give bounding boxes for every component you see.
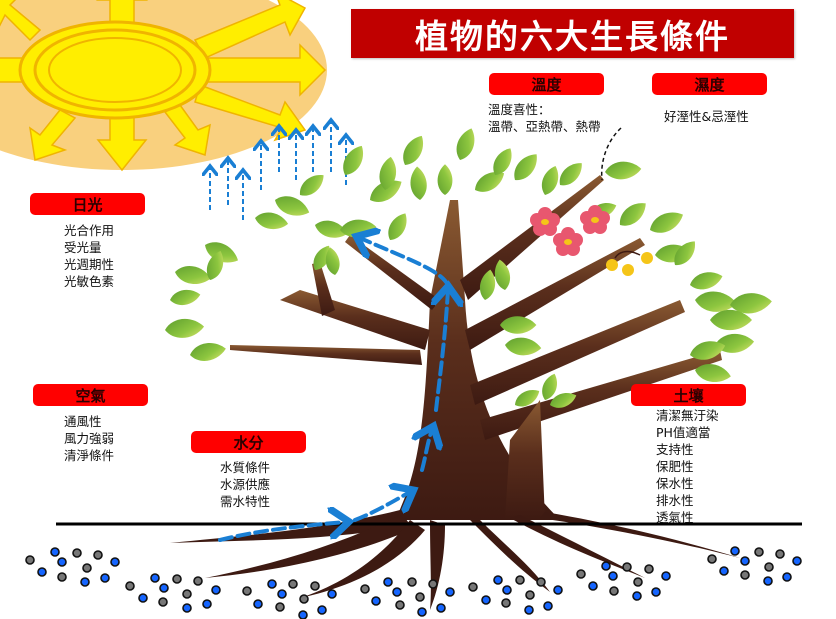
air-item: 通風性 — [64, 414, 102, 429]
tree-trunk — [230, 175, 722, 520]
water-item: 水源供應 — [220, 477, 271, 492]
soil-tag: 土壤 — [631, 384, 746, 406]
sunlight-item: 光敏色素 — [64, 274, 115, 289]
water-item: 需水特性 — [220, 494, 271, 509]
soil-items: 清潔無汙染 PH值適當 支持性 保肥性 保水性 排水性 透氣性 — [656, 407, 719, 526]
air-item: 清淨條件 — [64, 448, 115, 463]
sunlight-items: 光合作用 受光量 光週期性 光敏色素 — [64, 222, 114, 290]
soil-item: 排水性 — [656, 493, 694, 508]
soil-item: PH值適當 — [656, 425, 711, 440]
soil-item: 清潔無汙染 — [656, 408, 719, 423]
soil-item: 支持性 — [656, 442, 694, 457]
water-flow-arrows — [218, 238, 448, 542]
page-title: 植物的六大生長條件 — [351, 9, 794, 58]
temperature-pointer — [600, 127, 622, 181]
soil-item: 保肥性 — [656, 459, 694, 474]
humidity-items: 好溼性&忌溼性 — [664, 108, 749, 125]
water-item: 水質條件 — [220, 460, 271, 475]
fruits — [606, 250, 653, 276]
water-items: 水質條件 水源供應 需水特性 — [220, 459, 270, 510]
temperature-items: 溫度喜性： 溫帶、亞熱帶、熱帶 — [488, 101, 601, 135]
temperature-item: 溫度喜性： — [488, 102, 551, 117]
air-tag: 空氣 — [33, 384, 148, 406]
sunlight-item: 受光量 — [64, 240, 102, 255]
soil-particles — [25, 546, 802, 619]
water-tag: 水分 — [191, 431, 306, 453]
sun-icon — [0, 0, 327, 172]
tree-roots — [170, 510, 740, 610]
soil-item: 保水性 — [656, 476, 694, 491]
soil-item: 透氣性 — [656, 510, 694, 525]
humidity-tag: 濕度 — [652, 73, 767, 95]
temperature-item: 溫帶、亞熱帶、熱帶 — [488, 119, 601, 134]
air-items: 通風性 風力強弱 清淨條件 — [64, 413, 114, 464]
temperature-tag: 溫度 — [489, 73, 604, 95]
light-arrows — [210, 122, 346, 220]
flowers — [530, 205, 610, 256]
sunlight-item: 光合作用 — [64, 223, 115, 238]
humidity-item: 好溼性&忌溼性 — [664, 109, 749, 124]
sunlight-tag: 日光 — [30, 193, 145, 215]
sunlight-item: 光週期性 — [64, 257, 115, 272]
air-item: 風力強弱 — [64, 431, 115, 446]
